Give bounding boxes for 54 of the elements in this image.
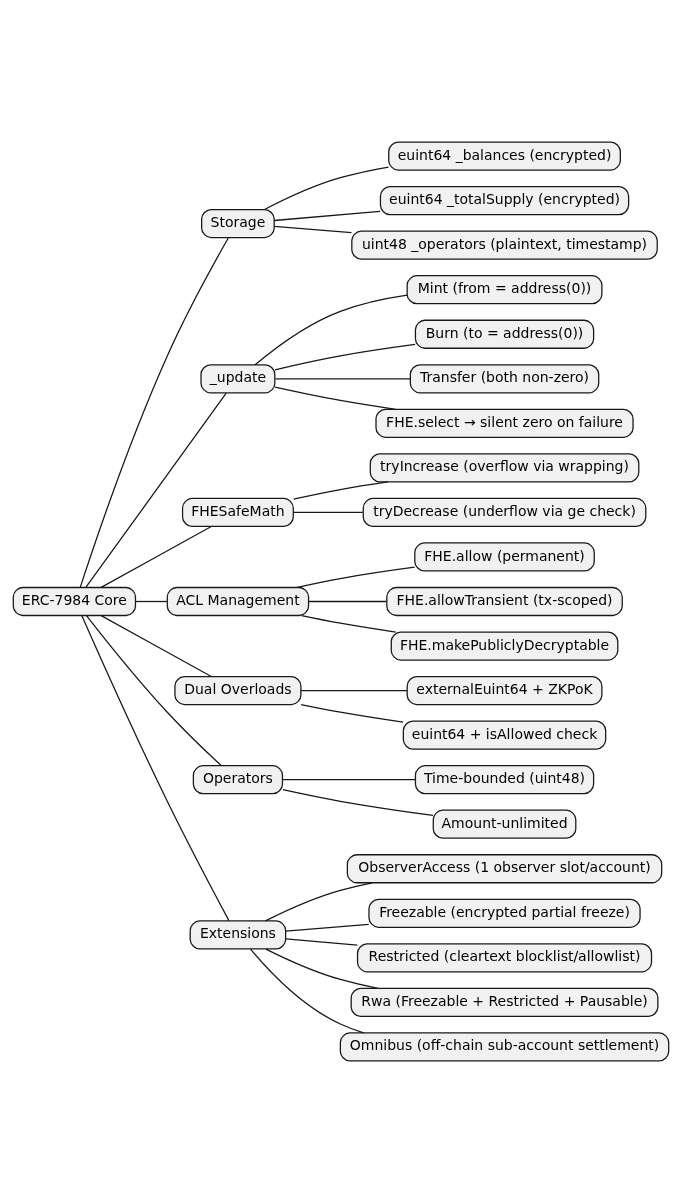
connector (292, 511, 364, 513)
node-box: Time-bounded (uint48) (414, 764, 595, 794)
connector (296, 566, 416, 588)
connector (79, 236, 230, 588)
node-box: Storage (201, 208, 275, 238)
connector (100, 614, 212, 677)
connector (273, 210, 381, 221)
node-box: euint64 _totalSupply (encrypted) (379, 185, 630, 215)
connector (134, 600, 168, 602)
connector (274, 343, 416, 370)
node-box: Restricted (cleartext blocklist/allowlist) (356, 942, 653, 972)
node-box: Burn (to = address(0)) (414, 319, 595, 349)
node-box: tryIncrease (overflow via wrapping) (369, 452, 640, 482)
node-box: Amount-unlimited (432, 809, 577, 839)
connector (81, 614, 230, 921)
connector (285, 937, 358, 946)
node-box: uint48 _operators (plaintext, timestamp) (351, 230, 658, 260)
node-box: Transfer (both non-zero) (409, 363, 600, 393)
connector (285, 923, 370, 932)
connector (264, 881, 373, 922)
connector (274, 386, 397, 410)
node-box: ObserverAccess (1 observer slot/account) (346, 853, 663, 883)
connector (85, 392, 227, 588)
connector (274, 377, 411, 379)
node-box: Operators (192, 764, 284, 794)
node-box: FHE.makePubliclyDecryptable (390, 630, 619, 661)
node-box: euint64 _balances (encrypted) (388, 140, 621, 171)
node-box: FHE.allowTransient (tx-scoped) (386, 586, 623, 616)
node-box: _update (200, 363, 276, 393)
connector (85, 614, 222, 766)
node-box: externalEuint64 + ZKPoK (406, 675, 603, 705)
connector (100, 525, 212, 588)
node-box: FHESafeMath (181, 497, 294, 527)
connector (263, 165, 390, 210)
connector (307, 600, 387, 602)
node-box: Mint (from = address(0)) (406, 274, 603, 304)
connector (300, 703, 404, 723)
node-box: ERC-7984 Core (12, 586, 137, 616)
node-box: euint64 + isAllowed check (402, 720, 607, 750)
node-box: Rwa (Freezable + Restricted + Pausable) (350, 987, 659, 1017)
connector (254, 293, 408, 365)
node-box: FHE.allow (permanent) (414, 541, 595, 572)
node-box: tryDecrease (underflow via ge check) (362, 497, 647, 527)
connector (282, 778, 416, 780)
node-box: Omnibus (off-chain sub-account settlement) (339, 1031, 670, 1062)
node-box: Dual Overloads (174, 675, 302, 705)
node-box: Extensions (189, 919, 287, 950)
node-box: Freezable (encrypted partial freeze) (368, 898, 641, 928)
node-box: FHE.select → silent zero on failure (375, 408, 634, 438)
node-box: ACL Management (166, 586, 310, 616)
connector (300, 689, 408, 691)
connector (282, 788, 434, 816)
connector (273, 225, 353, 233)
connector (301, 614, 397, 633)
